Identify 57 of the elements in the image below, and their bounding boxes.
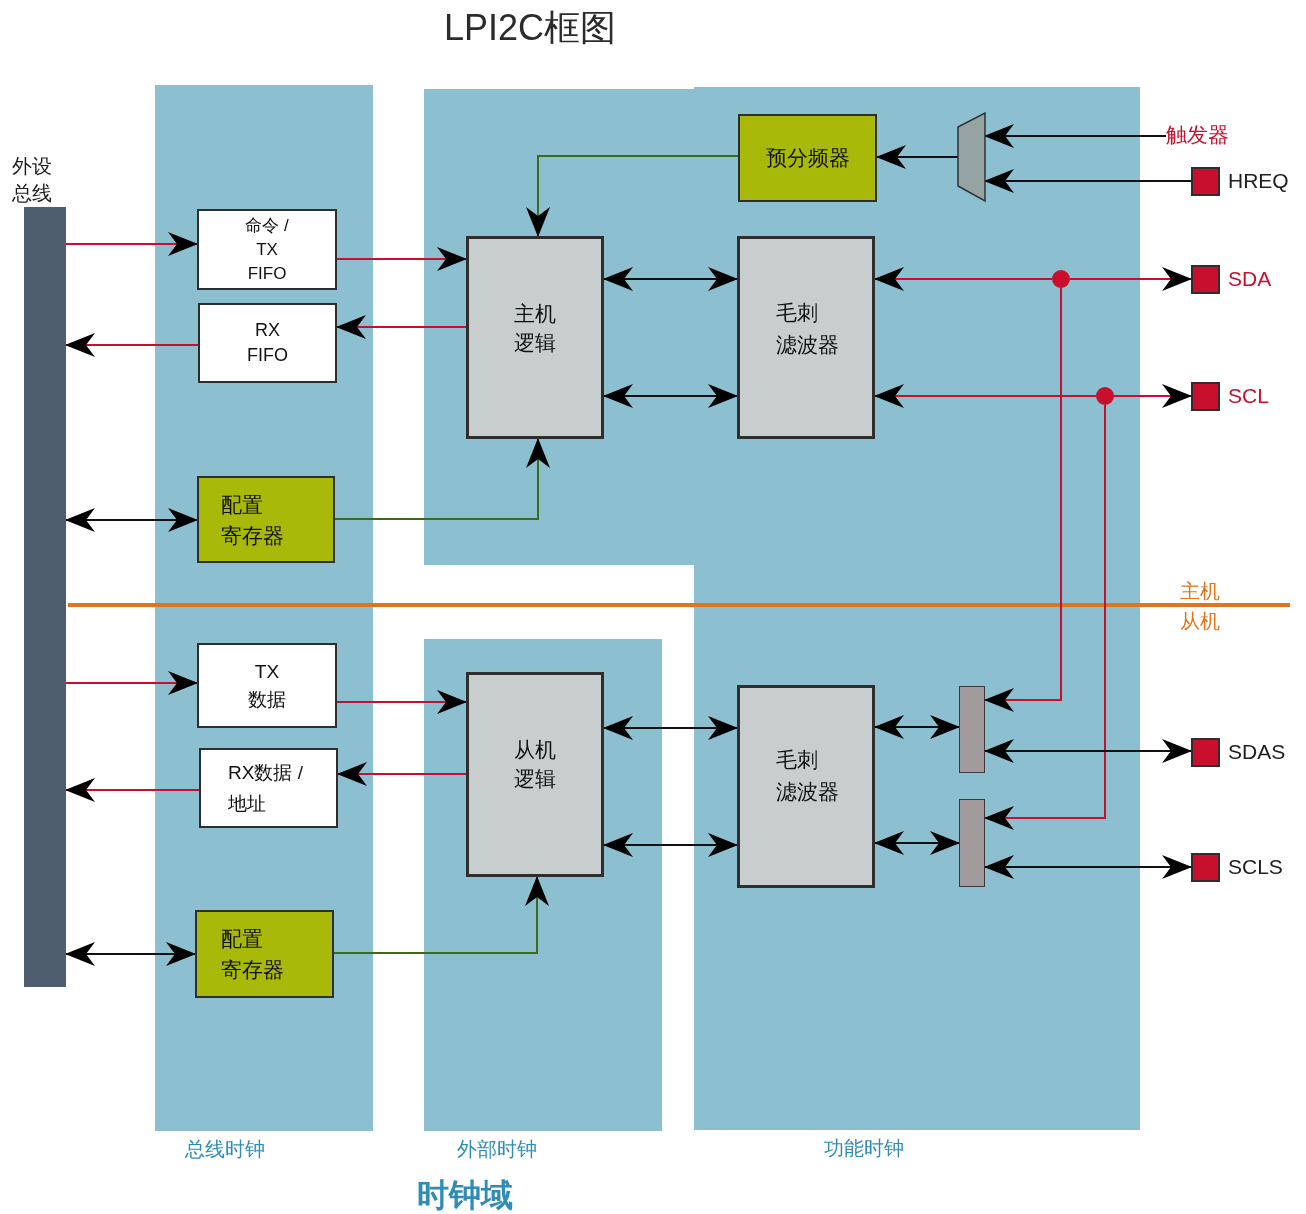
bus-label: 外设总线 bbox=[12, 154, 52, 206]
pin-label: SDAS bbox=[1228, 740, 1286, 764]
arrow bbox=[336, 315, 467, 339]
arrow bbox=[1069, 267, 1192, 291]
arrow bbox=[874, 267, 1053, 291]
arrow bbox=[333, 876, 549, 954]
arrow bbox=[874, 384, 1097, 408]
pin-label: SCL bbox=[1228, 384, 1269, 408]
clock-domain-label: 功能时钟 bbox=[824, 1136, 904, 1161]
arrow bbox=[65, 232, 198, 256]
mode-label: 主机 bbox=[1180, 579, 1220, 604]
arrow bbox=[876, 145, 959, 169]
logic-block: 主机逻辑 bbox=[466, 236, 604, 439]
arrow bbox=[1113, 384, 1192, 408]
arrow bbox=[603, 384, 738, 408]
mux-block bbox=[959, 799, 985, 887]
arrow bbox=[984, 739, 1192, 763]
signal-label: 触发器 bbox=[1166, 121, 1240, 149]
caption: 时钟域 bbox=[416, 1176, 514, 1214]
pin-label: SDA bbox=[1228, 267, 1272, 291]
filter-block: 毛刺滤波器 bbox=[737, 236, 875, 439]
arrow bbox=[874, 715, 960, 739]
data-box: RX数据 / 地址 bbox=[199, 748, 338, 828]
arrow bbox=[65, 333, 199, 357]
arrow bbox=[984, 169, 1192, 193]
fifo-box: 命令 / TX FIFO bbox=[197, 209, 337, 290]
arrow bbox=[603, 716, 738, 740]
mux-block bbox=[959, 686, 985, 773]
arrow bbox=[65, 778, 200, 802]
arrow bbox=[336, 247, 467, 271]
arrow bbox=[984, 855, 1192, 879]
data-box: TX 数据 bbox=[197, 643, 337, 728]
arrow bbox=[336, 690, 467, 714]
arrow bbox=[526, 155, 739, 237]
fifo-box: RX FIFO bbox=[198, 303, 337, 383]
arrow bbox=[874, 831, 960, 855]
register-box: 配置寄存器 bbox=[197, 476, 335, 563]
arrow bbox=[334, 438, 550, 520]
filter-block: 毛刺滤波器 bbox=[737, 685, 875, 888]
register-box: 配置寄存器 bbox=[195, 910, 334, 998]
arrow bbox=[337, 762, 467, 786]
arrow bbox=[65, 942, 196, 966]
diagram-title: LPI2C框图 bbox=[442, 6, 618, 50]
prescaler-box: 预分频器 bbox=[738, 114, 877, 202]
pin-label: HREQ bbox=[1228, 169, 1289, 193]
pin-label: SCLS bbox=[1228, 855, 1283, 879]
arrow bbox=[984, 404, 1106, 830]
arrow bbox=[65, 508, 198, 532]
arrow bbox=[603, 833, 738, 857]
logic-block: 从机逻辑 bbox=[466, 672, 604, 877]
mode-label: 从机 bbox=[1180, 609, 1220, 634]
arrow bbox=[984, 287, 1062, 712]
clock-domain-label: 总线时钟 bbox=[185, 1137, 265, 1162]
arrow bbox=[65, 671, 198, 695]
arrow bbox=[603, 267, 738, 291]
clock-domain-label: 外部时钟 bbox=[457, 1137, 537, 1162]
arrow bbox=[984, 124, 1167, 148]
